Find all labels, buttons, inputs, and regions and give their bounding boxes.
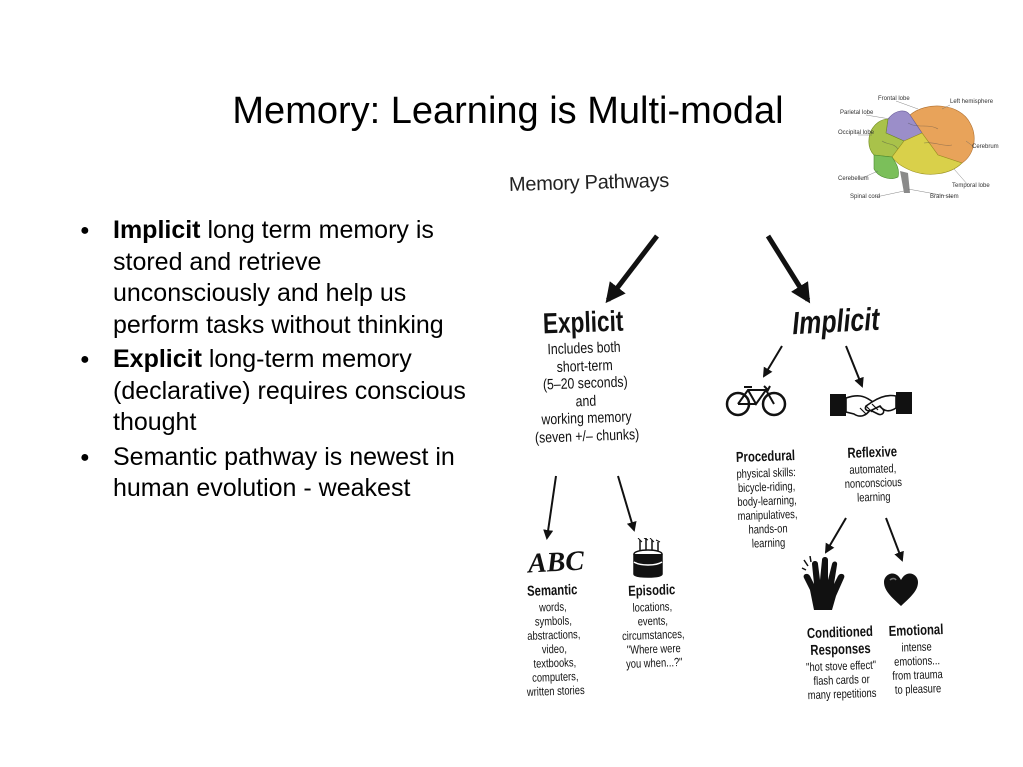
arrow-to-implicit	[765, 234, 811, 304]
arrow-to-semantic	[543, 475, 557, 540]
bullet-text: long term memory is stored and retrieve …	[113, 216, 444, 339]
brain-icon	[858, 100, 975, 198]
explicit-heading: Explicit	[542, 305, 624, 341]
brain-label-cerebrum: Cerebrum	[972, 144, 999, 150]
abc-icon: ABC	[527, 545, 585, 580]
heart-icon	[884, 573, 918, 606]
brain-label-parietal: Parietal lobe	[840, 110, 874, 116]
brain-label-temporal: Temporal lobe	[952, 183, 990, 189]
arrow-to-emotional	[885, 517, 904, 562]
bullet-item: ● Semantic pathway is newest in human evo…	[80, 442, 485, 505]
semantic-node: Semantic words, symbols, abstractions, v…	[511, 582, 597, 700]
semantic-desc-line: video, textbooks,	[533, 641, 577, 671]
bullet-item: ● Explicit long-term memory (declarative)…	[80, 344, 485, 439]
episodic-node: Episodic locations, events, circumstance…	[611, 582, 696, 672]
emotional-desc-line: to pleasure	[894, 681, 942, 697]
bullet-dot-icon: ●	[80, 351, 90, 368]
slide-title: Memory: Learning is Multi-modal	[232, 90, 784, 132]
reflexive-desc-line: learning	[856, 489, 891, 505]
arrow-to-procedural	[762, 345, 783, 378]
arrow-to-conditioned	[824, 517, 847, 554]
explicit-node: Explicit Includes both short-term (5–20 …	[518, 304, 653, 447]
bullet-bold: Explicit	[113, 345, 202, 373]
arrow-to-explicit	[605, 234, 659, 304]
episodic-desc-line: you when...?"	[625, 654, 683, 671]
implicit-node: Implicit	[779, 299, 891, 343]
emotional-node: Emotional intense emotions... from traum…	[879, 622, 956, 698]
brain-label-occipital: Occipital lobe	[838, 130, 875, 136]
arrow-to-episodic	[617, 475, 637, 532]
bullet-text: long-term memory (declarative) requires …	[113, 345, 466, 436]
procedural-node: Procedural physical skills: bicycle-ridi…	[724, 448, 809, 552]
bullet-dot-icon: ●	[80, 448, 90, 466]
conditioned-node: Conditioned Responses "hot stove effect"…	[795, 623, 888, 702]
bullet-item: ● Implicit long term memory is stored and…	[80, 215, 485, 341]
bullet-text: Semantic pathway is newest in human evol…	[113, 442, 455, 503]
implicit-heading: Implicit	[791, 300, 881, 342]
arrow-to-reflexive	[845, 345, 864, 388]
bicycle-icon	[725, 385, 787, 417]
brain-label-left-hemisphere: Left hemisphere	[950, 99, 994, 105]
semantic-desc-line: words, symbols,	[534, 599, 573, 629]
bullet-bold: Implicit	[113, 216, 201, 244]
bullet-dot-icon: ●	[80, 222, 90, 239]
birthday-cake-icon	[633, 538, 663, 578]
brain-label-brain-stem: Brain stem	[930, 194, 959, 200]
brain-illustration: Frontal lobe Left hemisphere Parietal lo…	[838, 93, 999, 203]
brain-label-cerebellum: Cerebellum	[838, 176, 869, 182]
hand-icon	[801, 556, 845, 610]
brain-label-frontal: Frontal lobe	[878, 96, 910, 102]
bullet-list: ● Implicit long term memory is stored and…	[80, 215, 485, 508]
semantic-desc-line: written stories	[526, 682, 585, 699]
handshake-icon	[830, 392, 912, 417]
explicit-desc-line: (5–20 seconds) and	[542, 373, 628, 410]
procedural-desc-line: learning	[751, 535, 786, 551]
conditioned-desc-line: many repetitions	[807, 685, 877, 703]
emotional-heading: Emotional	[888, 622, 944, 640]
reflexive-node: Reflexive automated, nonconscious learni…	[831, 444, 915, 506]
explicit-desc-line: (seven +/– chunks)	[534, 425, 640, 447]
brain-label-spinal-cord: Spinal cord	[850, 194, 881, 200]
diagram-title: Memory Pathways	[508, 169, 670, 196]
